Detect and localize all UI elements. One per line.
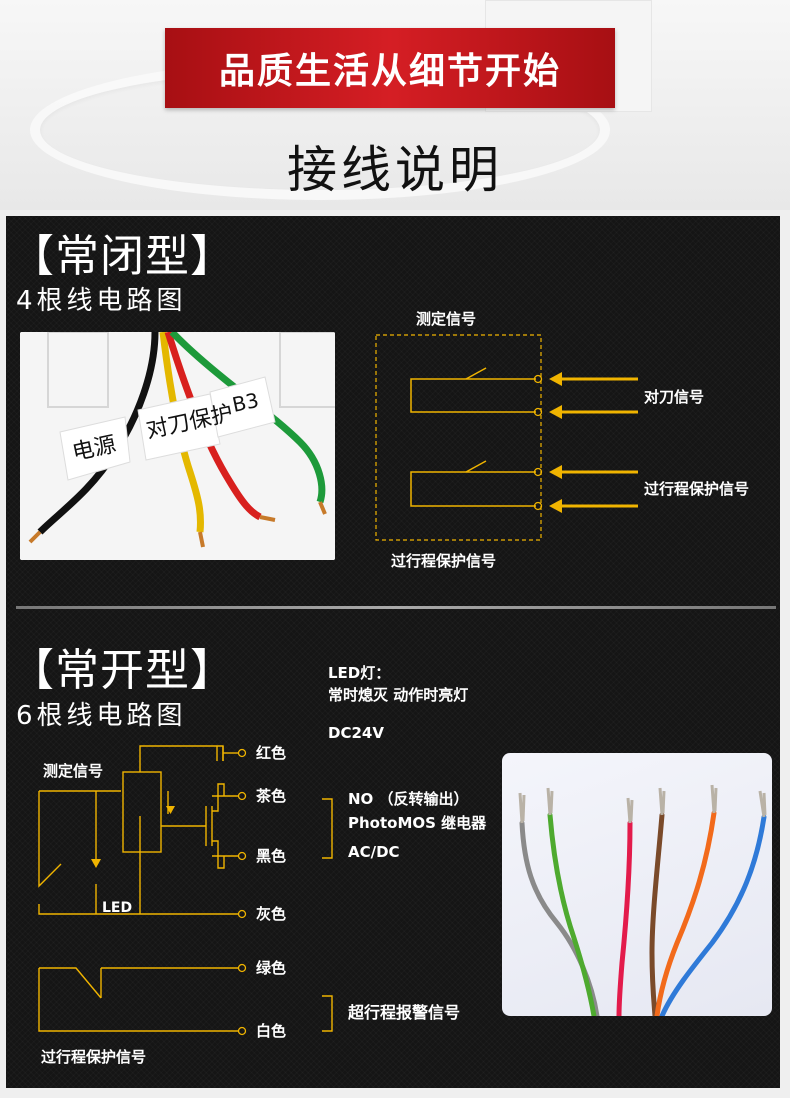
hero-banner: 品质生活从细节开始 [165,28,615,108]
nc-terminal-1 [533,374,543,384]
no-wire-photo-image [518,784,767,1016]
nc-photo-tag-3: B3 [230,388,261,417]
no-wire-gray: 灰色 [256,905,286,923]
no-label-measure: 测定信号 [43,762,103,780]
no-title: 【常开型】 [10,645,235,696]
no-wire-photo [502,753,772,1016]
no-wire-green: 绿色 [256,959,286,977]
nc-arrows [549,372,638,513]
no-voltage: DC24V [328,724,384,742]
nc-label-measure: 测定信号 [416,310,476,328]
nc-terminal-4 [533,501,543,511]
no-led-desc: 常时熄灭 动作时亮灯 [328,686,469,704]
hero-banner-text: 品质生活从细节开始 [218,51,561,92]
hero-section: 品质生活从细节开始 接线说明 [0,0,790,210]
nc-switch-1-contact [465,367,487,380]
no-subtitle: 6根线电路图 [16,701,187,731]
nc-terminal-2 [533,407,543,417]
nc-terminal-3 [533,467,543,477]
section-divider [16,606,776,609]
no-wire-brown: 茶色 [256,787,286,805]
nc-switch-1-wire [410,378,536,413]
no-relay-line3: AC/DC [348,843,400,861]
nc-label-overtravel-right: 过行程保护信号 [644,480,749,498]
no-terminals [237,748,247,1036]
nc-label-tool: 对刀信号 [644,388,704,406]
no-wire-red: 红色 [256,744,286,762]
nc-title: 【常闭型】 [10,231,235,282]
no-led-title: LED灯： [328,664,391,682]
nc-label-overtravel-bottom: 过行程保护信号 [391,552,496,570]
no-overtravel-protect: 过行程保护信号 [41,1048,146,1066]
wiring-panel: 【常闭型】 4根线电路图 电源 对刀保护 B3 测定 [6,216,780,1088]
no-wire-black: 黑色 [256,847,286,865]
nc-subtitle: 4根线电路图 [16,286,187,316]
no-overtravel-alarm: 超行程报警信号 [347,1003,460,1022]
no-relay-line2: PhotoMOS 继电器 [348,814,487,832]
nc-switch-2-wire [410,471,536,507]
nc-measure-box [375,334,542,541]
no-wire-white: 白色 [256,1022,286,1040]
no-led-arrow [91,859,101,868]
no-schematic: 测定信号 [38,744,487,1066]
hero-subtitle: 接线说明 [287,141,503,199]
no-relay-led-arrow [166,806,175,814]
nc-schematic: 测定信号 对刀信号 过行程保护信号 过行程保护信号 [375,310,749,570]
no-relay-line1: NO （反转输出） [348,790,469,808]
nc-wire-photo-image: 电源 对刀保护 B3 [20,332,335,560]
no-led-label: LED [102,900,132,916]
no-circuit-lines [38,745,333,1032]
nc-wire-photo: 电源 对刀保护 B3 [20,332,335,560]
nc-switch-2-contact [465,460,487,473]
